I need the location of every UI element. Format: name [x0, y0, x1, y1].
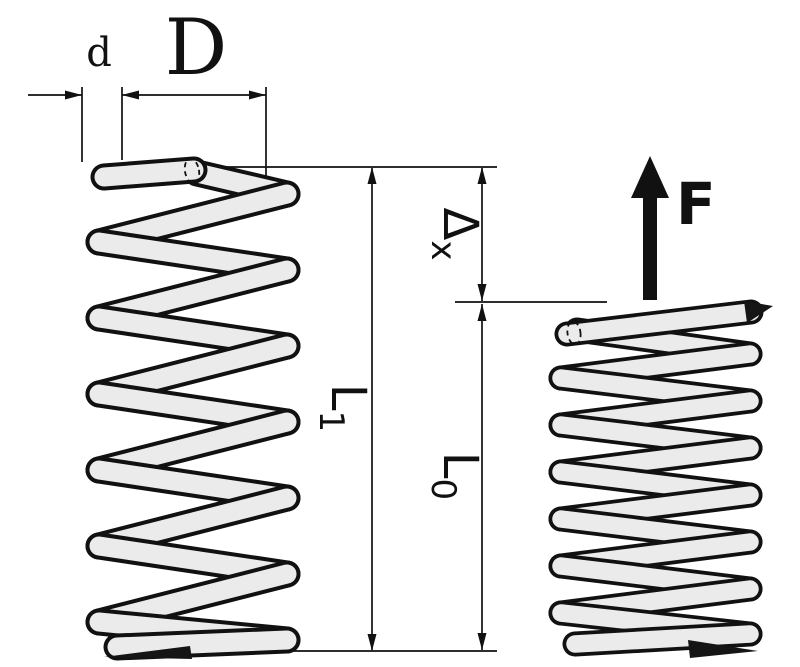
dimension-delta-x	[477, 167, 487, 301]
label-L0-sub: 0	[423, 479, 463, 501]
dimension-L1	[367, 167, 377, 651]
label-d: d	[86, 30, 112, 76]
right-spring-coils	[548, 299, 764, 657]
force-arrowhead-up-icon	[631, 156, 669, 198]
label-delta-sub: x	[423, 240, 463, 260]
spring-strand	[107, 630, 297, 657]
wire-end-wedge	[688, 640, 758, 658]
arrowhead-up-icon	[477, 167, 487, 184]
dimension-L0	[477, 304, 487, 650]
dimension-d	[28, 87, 123, 162]
arrowhead-right-icon	[249, 90, 266, 100]
spring-strand	[94, 160, 204, 187]
spring-strand	[558, 303, 760, 343]
left-spring-coils	[85, 156, 301, 661]
force-arrow	[631, 156, 669, 300]
arrowhead-up-icon	[367, 167, 377, 184]
left-spring	[85, 156, 301, 661]
arrowhead-down-icon	[477, 633, 487, 650]
right-spring	[548, 299, 773, 658]
label-D: D	[165, 3, 228, 93]
wire-end-wedge	[104, 646, 192, 659]
arrowhead-left-icon	[122, 90, 139, 100]
arrowhead-right-icon	[65, 90, 82, 100]
label-F: F	[676, 170, 716, 238]
wire-cut-end-dashed	[566, 320, 582, 346]
arrowhead-down-icon	[367, 634, 377, 651]
arrowhead-down-icon	[477, 284, 487, 301]
label-L0-main: L	[432, 452, 488, 479]
arrowhead-up-icon	[477, 304, 487, 321]
label-L0: L0	[423, 452, 488, 500]
wire-cut-end-dashed	[183, 157, 201, 185]
label-L1-main: L	[320, 384, 376, 411]
wire-end-wedge	[744, 301, 773, 323]
spring-strand	[566, 625, 759, 653]
label-L1: L1	[311, 384, 376, 432]
label-L1-sub: 1	[311, 411, 351, 433]
label-delta-x: Δx	[423, 208, 488, 261]
label-delta-main: Δ	[432, 208, 488, 241]
